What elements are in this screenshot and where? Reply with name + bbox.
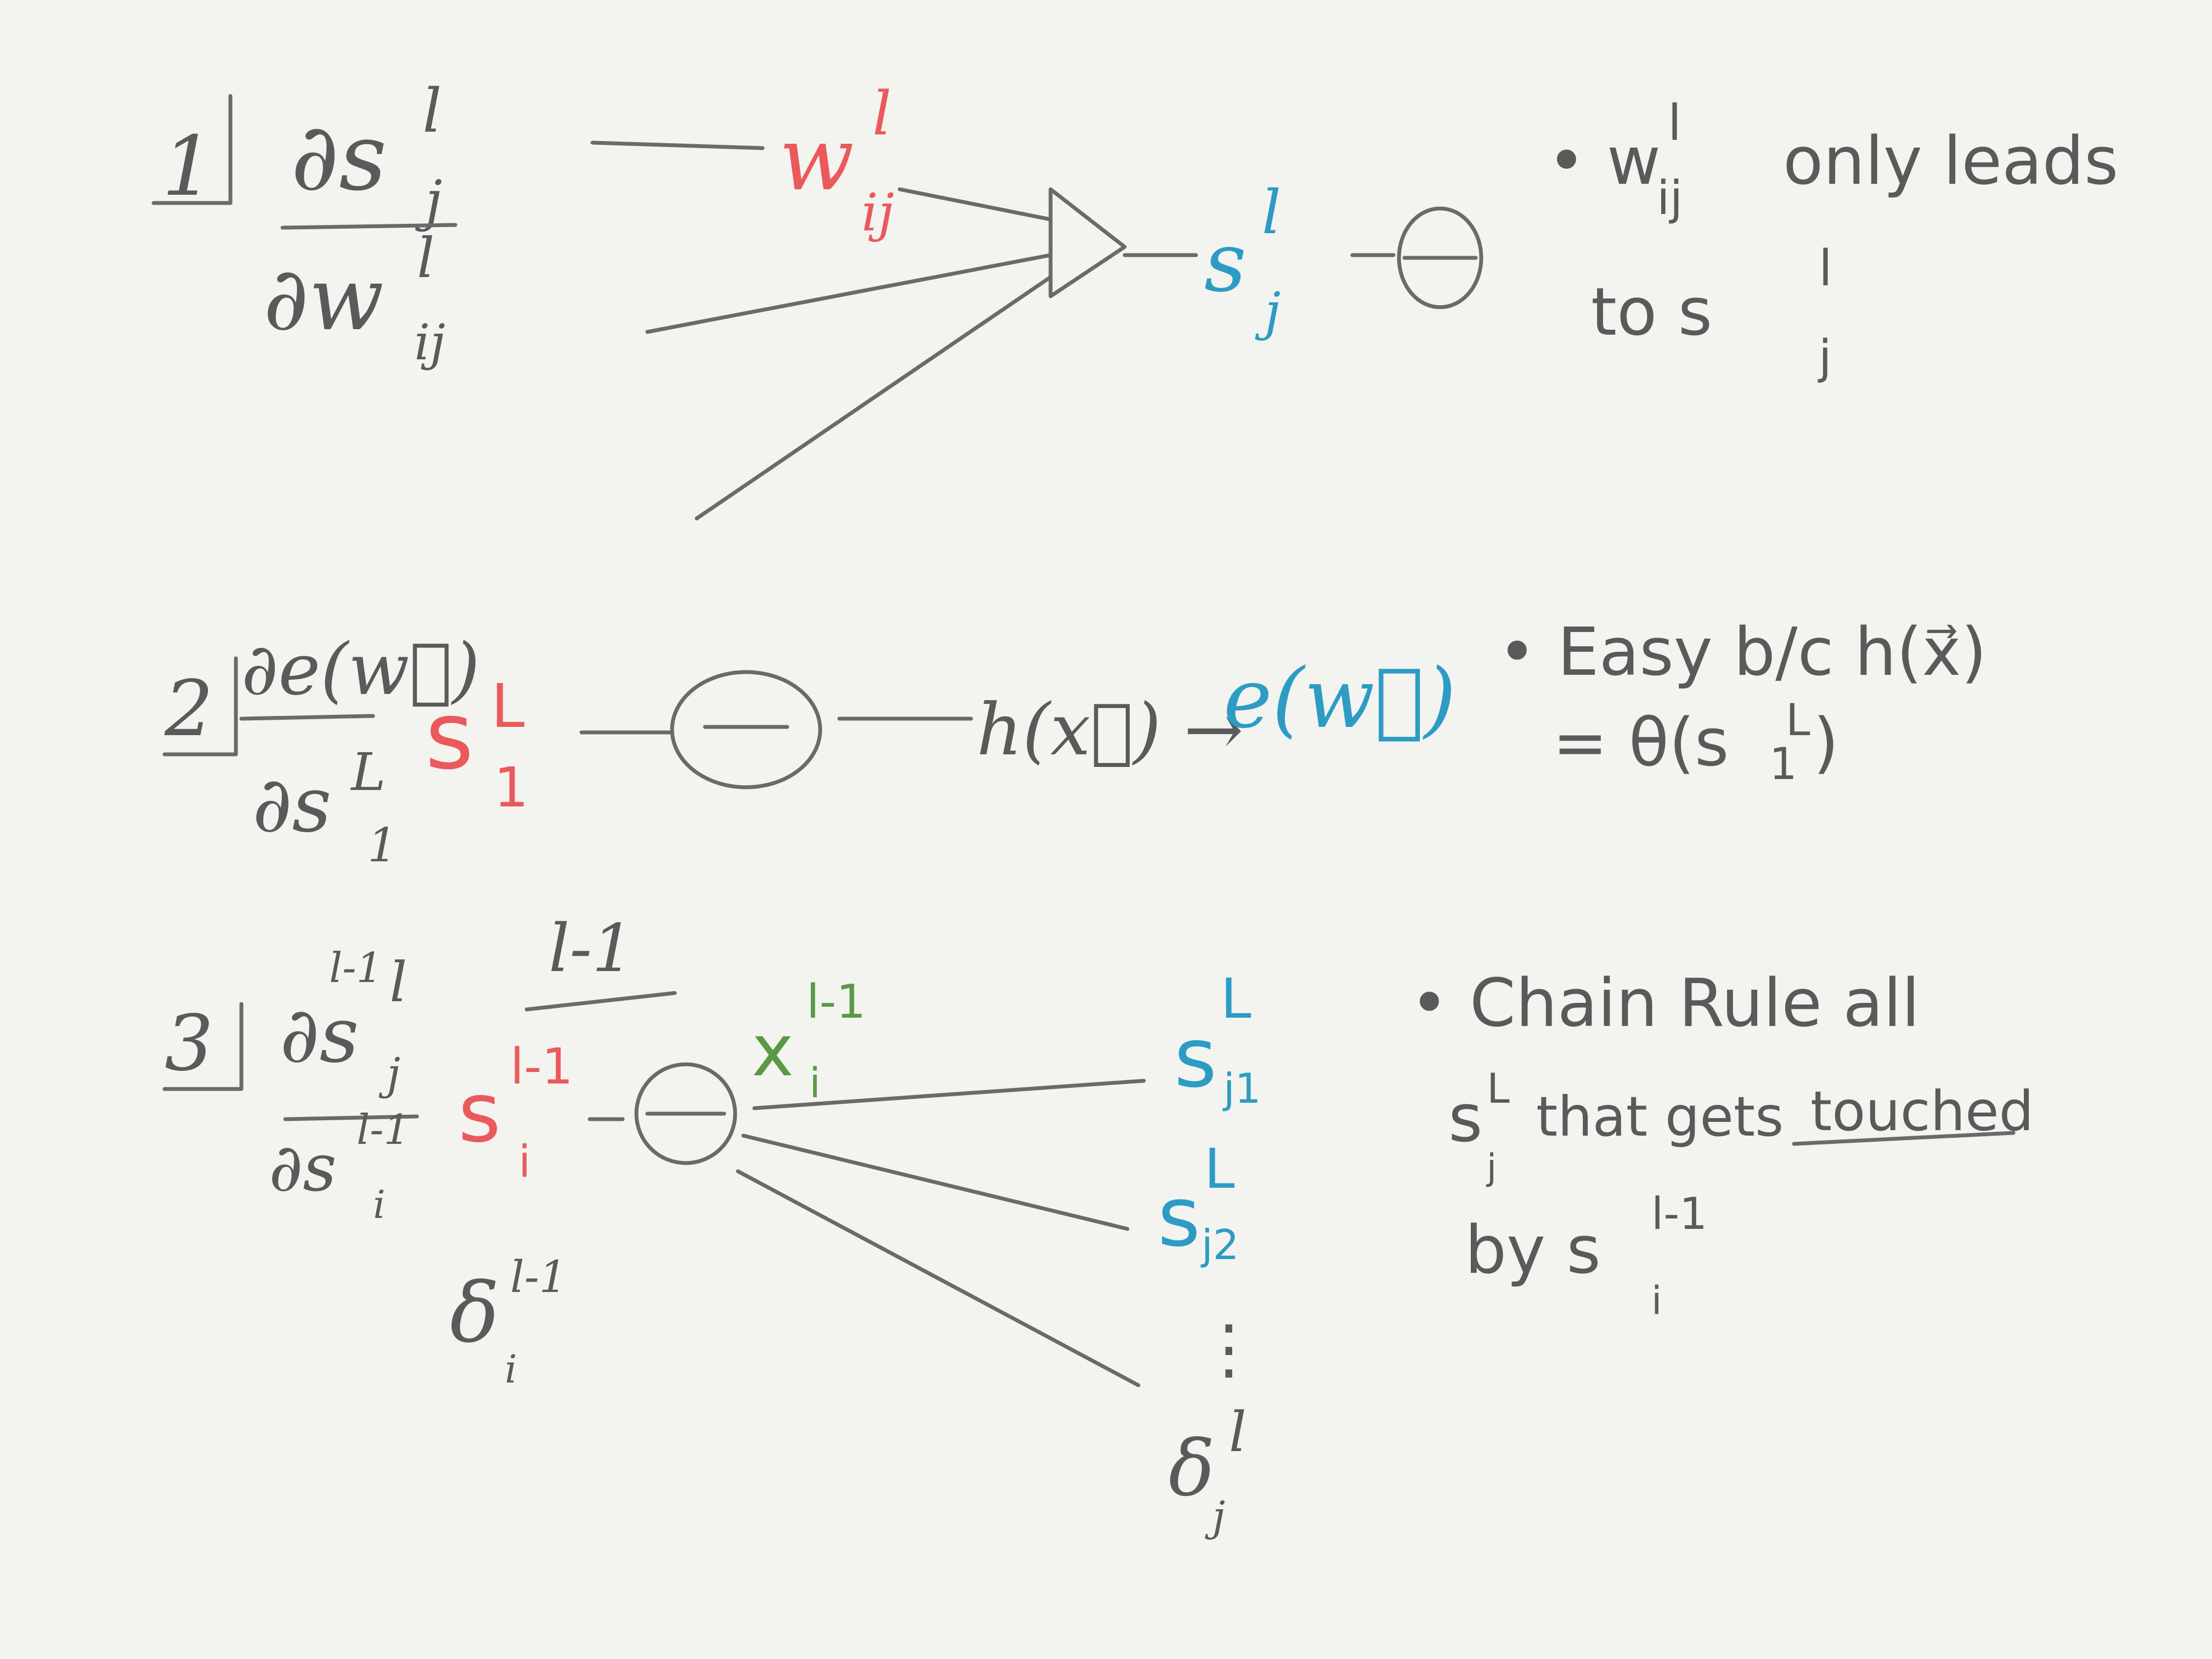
section-2-note-line1: • Easy b/c h(x⃗) — [1498, 614, 1987, 691]
section-1-note-line2-sup: l — [1819, 240, 1832, 297]
section-2-denominator: ∂s — [252, 760, 331, 850]
section-1-signal-sup: l — [1262, 177, 1281, 247]
section-2-note-line2-sup: L — [1786, 695, 1810, 746]
section-3-note-line2-mid: that gets — [1536, 1085, 1784, 1149]
section-1-numerator-sup: l — [422, 76, 442, 146]
section-3: 3 l-1 l ∂s j ∂s l-1 i l-1 s l-1 i x l-1 … — [162, 911, 2034, 1541]
section-3-dots: ⋮ — [1196, 1311, 1262, 1387]
section-3-fanout-line-1 — [752, 1079, 1146, 1110]
section-1-weight: w — [779, 108, 854, 210]
section-3-numerator-top: l-1 — [329, 944, 382, 992]
section-1-note-line2-sub: j — [1818, 330, 1832, 385]
section-1: 1 ∂s l j ∂w l ij w l ij s l j • w l — [151, 76, 2118, 521]
section-1-weight-sup: l — [872, 78, 891, 149]
section-3-delta-left: δ — [450, 1266, 499, 1361]
section-1-denominator-sub: ij — [414, 314, 445, 371]
section-3-fraction-bar — [283, 1114, 419, 1121]
section-2-denominator-sub: 1 — [368, 819, 397, 873]
section-2-fraction-bar — [239, 714, 375, 721]
section-2-bracket — [162, 656, 238, 757]
section-2-note-line2: = θ(s — [1553, 705, 1729, 781]
section-1-fraction-bar — [280, 223, 458, 230]
section-3-fanout-line-3 — [736, 1169, 1141, 1387]
section-1-input-line-top — [590, 140, 765, 150]
section-1-number: 1 — [162, 119, 214, 215]
section-1-input-line-1 — [898, 187, 1053, 222]
section-3-x-sub: i — [809, 1059, 821, 1107]
section-3-note-underline — [1792, 1131, 2016, 1146]
section-3-note-line2-prefix: s — [1448, 1081, 1483, 1157]
section-3-numerator-top2: l — [390, 950, 407, 1014]
section-3-note-line2-sub: j — [1486, 1147, 1497, 1188]
section-3-delta-right-sup: l — [1229, 1400, 1246, 1464]
section-1-input-line-2 — [645, 253, 1053, 334]
section-3-out2-sub: j2 — [1200, 1221, 1239, 1269]
section-1-note-line1-sup: l — [1668, 94, 1681, 152]
section-3-denominator: ∂s — [269, 1130, 337, 1206]
section-3-signal-sub: i — [518, 1136, 531, 1187]
section-3-note-line3-prefix: by s — [1465, 1212, 1601, 1289]
section-3-denominator-sup: l-1 — [357, 1105, 410, 1154]
section-3-note-line3-sup: l-1 — [1651, 1188, 1707, 1239]
section-1-summation-node — [1048, 187, 1127, 298]
section-3-overline-label: l-1 — [549, 911, 634, 987]
section-3-numerator: ∂s — [280, 991, 359, 1080]
section-3-delta-left-sup: l-1 — [510, 1251, 567, 1302]
section-1-bracket — [151, 94, 233, 205]
section-3-note-line2-sup: L — [1487, 1064, 1510, 1113]
section-2-error: e(w⃗) — [1223, 651, 1456, 747]
section-3-denominator-sub: i — [373, 1182, 385, 1227]
section-1-weight-sub: ij — [861, 183, 894, 243]
section-3-out1-sup: L — [1221, 967, 1251, 1031]
section-1-note-line1-prefix: • w — [1547, 123, 1661, 200]
section-3-delta-left-sub: i — [505, 1347, 517, 1392]
section-3-out1: s — [1174, 1011, 1217, 1106]
section-3-x-sup: l-1 — [806, 975, 866, 1029]
section-3-delta-right: δ — [1169, 1424, 1215, 1514]
section-1-note-line1-sub: ij — [1657, 171, 1683, 225]
section-1-theta-node — [1397, 206, 1483, 309]
section-2-signal-sup: L — [491, 671, 524, 741]
section-1-denominator-sup: l — [417, 226, 435, 290]
section-2-h: h(x⃗) → — [977, 688, 1244, 771]
section-3-theta-node — [634, 1062, 737, 1165]
section-2-note-line2-sub: 1 — [1769, 738, 1797, 789]
section-2-theta-node — [670, 670, 822, 789]
section-1-numerator: ∂s — [291, 103, 387, 212]
section-3-note-line1: • Chain Rule all — [1410, 966, 1920, 1042]
section-2-numerator: ∂e(w⃗) — [241, 628, 480, 711]
section-3-x: x — [752, 1009, 794, 1092]
section-1-note-line2-prefix: to s — [1591, 274, 1712, 351]
section-2: 2 ∂e(w⃗) ∂s L 1 s L 1 h(x⃗) → e(w⃗) • Ea… — [162, 614, 1987, 873]
section-2-signal: s — [425, 682, 474, 791]
section-3-overline — [524, 991, 677, 1012]
section-1-signal: s — [1204, 215, 1246, 311]
section-3-signal: s — [458, 1065, 501, 1161]
section-3-number: 3 — [165, 999, 213, 1088]
section-3-note-line3-sub: i — [1651, 1278, 1662, 1323]
section-3-fanout-line-2 — [741, 1133, 1130, 1231]
section-3-out2: s — [1158, 1170, 1200, 1265]
section-1-input-line-3 — [695, 275, 1053, 521]
section-3-out1-sub: j1 — [1222, 1064, 1261, 1113]
section-3-bracket — [162, 1002, 244, 1091]
section-1-note-line1-suffix: only leads — [1783, 123, 2118, 200]
section-1-denominator: ∂w — [263, 247, 384, 350]
section-3-out2-sup: L — [1204, 1137, 1235, 1201]
section-2-denominator-sup: L — [350, 742, 386, 803]
section-3-signal-sup: l-1 — [510, 1038, 573, 1096]
section-2-note-line2-close: ) — [1813, 705, 1839, 781]
section-2-number: 2 — [164, 664, 213, 754]
section-2-signal-sub: 1 — [494, 755, 529, 820]
